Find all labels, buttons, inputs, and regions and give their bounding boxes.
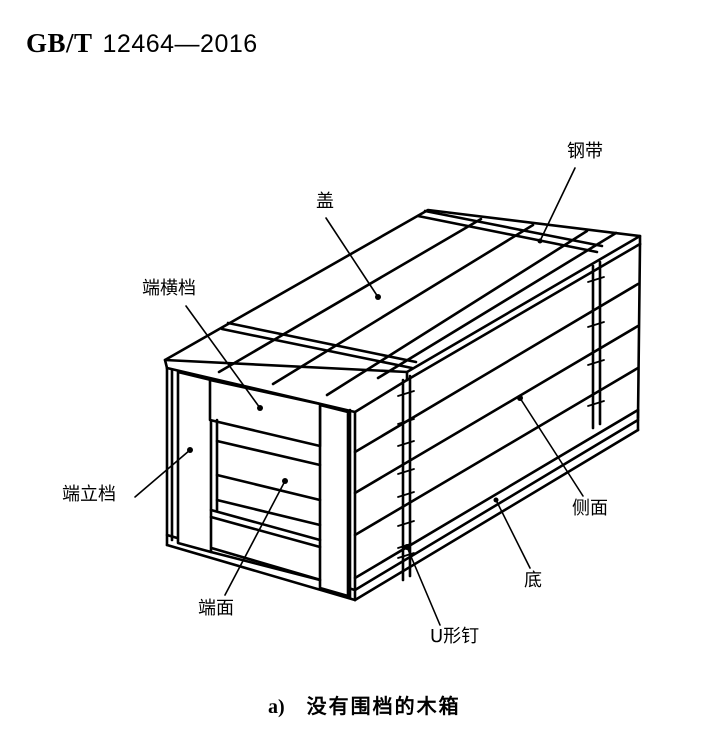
label-base: 底 [524,570,542,591]
caption-text: 没有围档的木箱 [306,694,461,718]
label-end-panel: 端面 [198,598,234,619]
caption-index: a) [268,696,285,718]
standard-header: GB/T 12464—2016 [26,28,258,59]
side-panel-face [353,242,642,602]
label-lid: 盖 [316,191,334,212]
standard-prefix: GB/T [26,28,93,58]
label-side-panel: 侧面 [572,498,608,519]
u-nails [397,276,605,559]
steel-strap-far [591,260,602,430]
end-face [165,366,357,602]
label-end-vertical-cleat: 端立档 [62,484,116,505]
label-end-cross-cleat: 端横档 [142,278,196,299]
label-steel-strap: 钢带 [567,141,603,162]
standard-number: 12464—2016 [102,30,258,58]
leader-dots [187,238,543,550]
figure-caption: a) 没有围档的木箱 [268,690,461,719]
leader-lines [134,167,584,626]
label-u-nail: U形钉 [430,626,480,647]
